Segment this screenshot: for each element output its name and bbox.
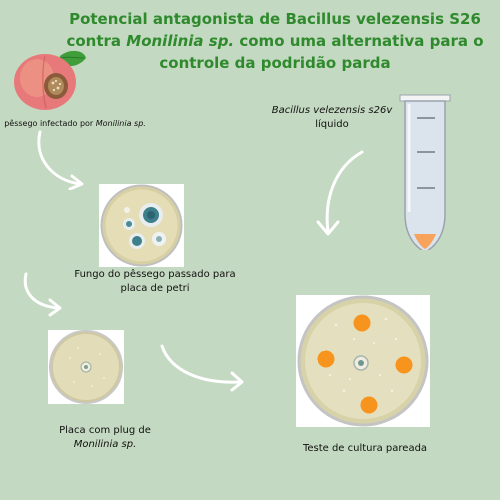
title-line-2-start: contra: [66, 32, 127, 50]
tube-label-text: líquido: [315, 119, 349, 130]
bacillus-spot-left: [317, 350, 335, 368]
title-line-3: controle da podridão parda: [159, 54, 391, 72]
arrow-peach-to-petri: [30, 128, 90, 190]
bacillus-spot-top: [353, 314, 371, 332]
arrow-petri-to-plug: [20, 270, 70, 320]
petri2-caption-species: Monilinia sp.: [73, 439, 137, 450]
petri2-caption-line-1: Placa com plug de: [59, 425, 151, 436]
petri1-caption: Fungo do pêssego passado para placa de p…: [60, 268, 250, 296]
petri1-caption-line-1: Fungo do pêssego passado para: [74, 269, 236, 280]
arrow-plug-to-pareada: [156, 340, 250, 396]
peach-caption-species: Monilinia sp.: [95, 119, 146, 128]
title-line-1: Potencial antagonista de Bacillus veleze…: [69, 10, 481, 28]
petri2-caption: Placa com plug de Monilinia sp.: [40, 424, 170, 452]
petri3-caption: Teste de cultura pareada: [302, 443, 428, 454]
infected-peach-image: [12, 48, 88, 112]
petri-dish-dual-culture-image: [296, 295, 430, 427]
petri-dish-plug-image: [48, 330, 124, 404]
bacillus-spot-right: [395, 356, 413, 374]
peach-caption: pêssego infectado por Monilinia sp.: [0, 118, 150, 129]
diagram-title: Potencial antagonista de Bacillus veleze…: [60, 8, 490, 74]
title-line-2-end: como uma alternativa para o: [234, 32, 484, 50]
tube-label-species: Bacillus velezensis s26v: [271, 105, 393, 116]
peach-caption-text: pêssego infectado por: [4, 119, 96, 128]
bacillus-spot-bottom: [360, 396, 378, 414]
title-line-2-species: Monilinia sp.: [126, 32, 235, 50]
tube-label: Bacillus velezensis s26v líquido: [262, 104, 402, 132]
arrow-tube-to-pareada: [310, 148, 370, 240]
title-line-2: contra Monilinia sp. como uma alternativ…: [60, 30, 490, 52]
petri-dish-fungus-image: [99, 184, 184, 267]
petri1-caption-line-2: placa de petri: [120, 283, 190, 294]
test-tube-image: [397, 94, 453, 250]
